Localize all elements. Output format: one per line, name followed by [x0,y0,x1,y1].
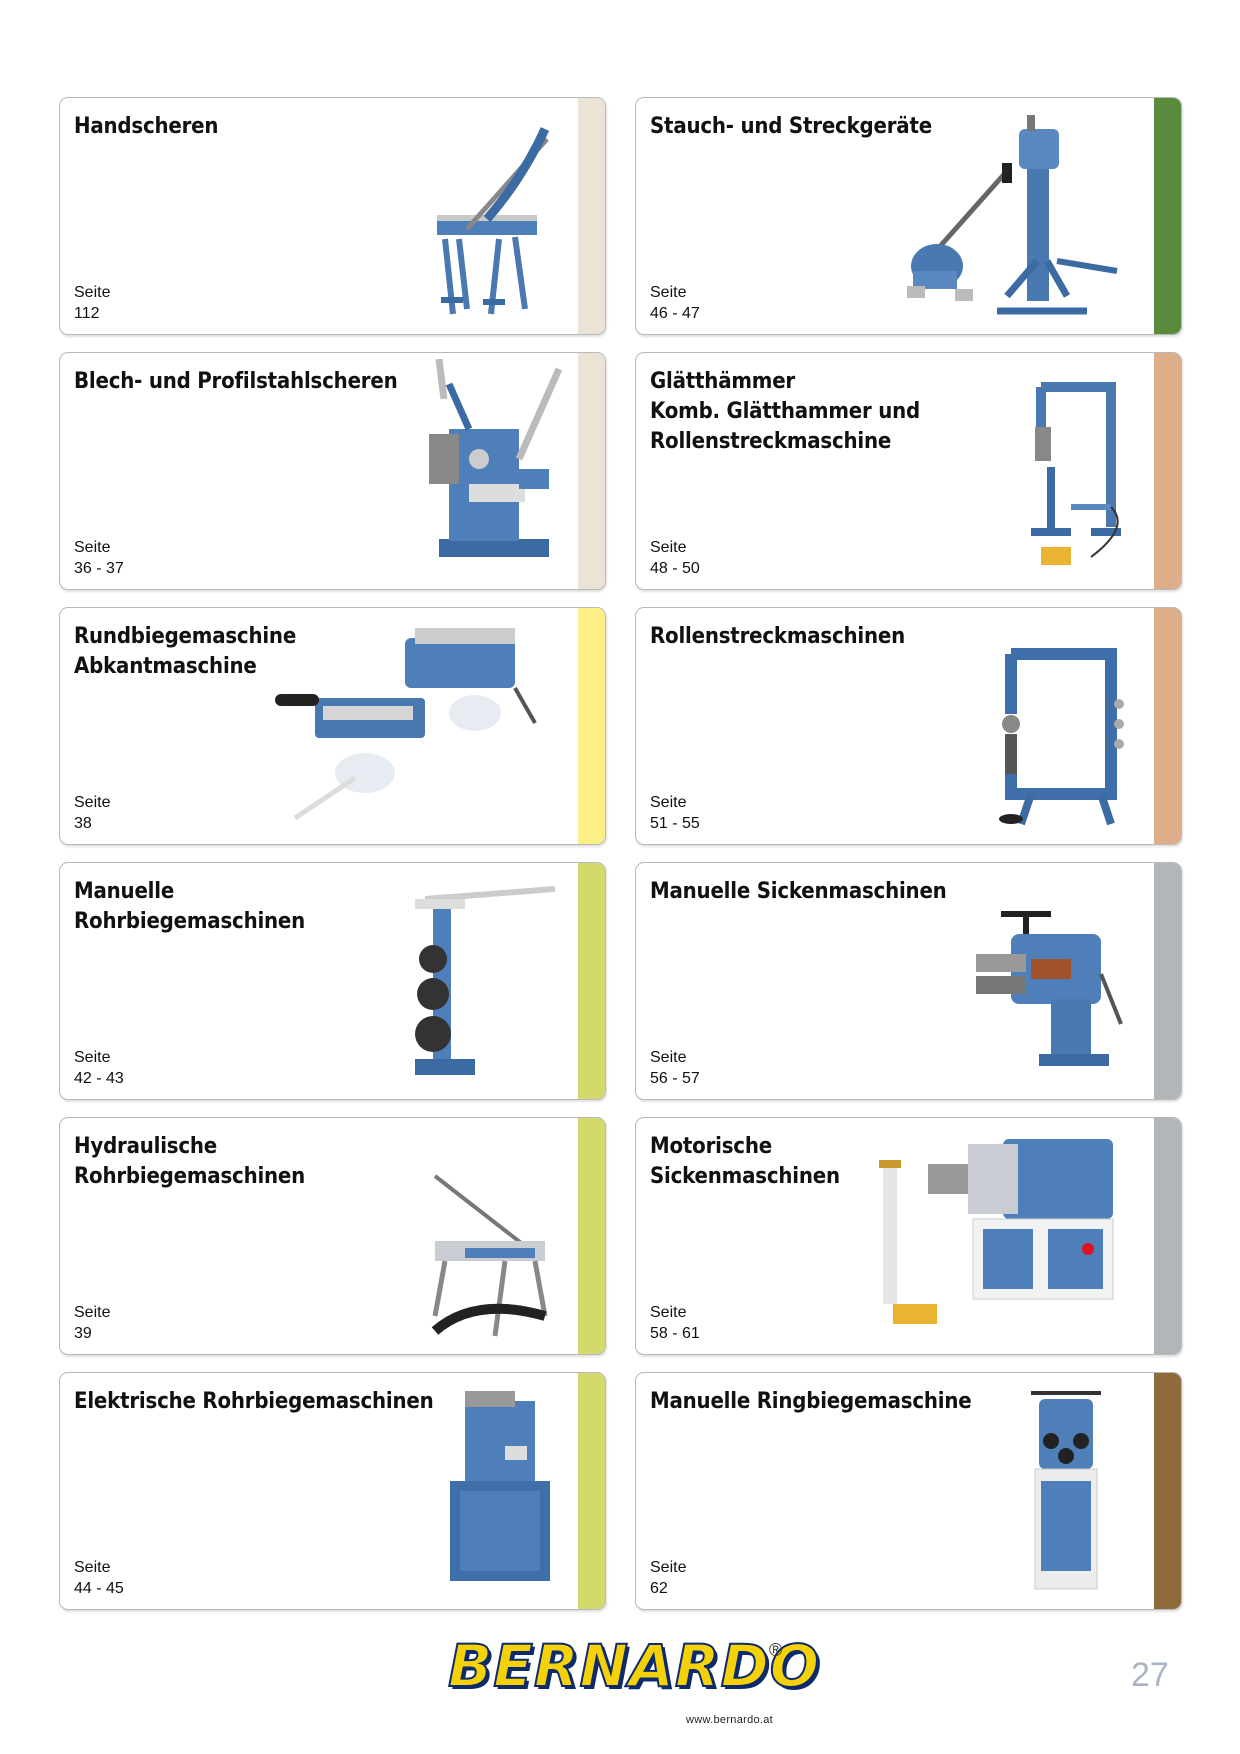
category-title: Blech- und Profilstahlscheren [74,369,398,394]
category-title: Stauch- und Streckgeräte [650,114,932,139]
category-title: Rollenstreckmaschinen [650,624,906,649]
category-title: Hydraulische Rohrbiegemaschinen [74,1134,306,1189]
electric-tube-bender-icon [435,1381,565,1601]
category-title: Elektrische Rohrbiegemaschinen [74,1389,434,1414]
category-color-strip [1154,98,1181,334]
category-title: Handscheren [74,114,219,139]
category-title: Manuelle Rohrbiegemaschinen [74,879,306,934]
shrinker-stretcher-icon [887,111,1147,326]
page-number: 27 [1131,1656,1169,1694]
registered-mark: ® [769,1640,783,1660]
website-url[interactable]: www.bernardo.at [686,1714,774,1726]
category-color-strip [578,1373,605,1609]
category-color-strip [1154,1118,1181,1354]
category-color-strip [1154,353,1181,589]
category-color-strip [578,608,605,844]
hydraulic-tube-bender-icon [425,1166,565,1346]
category-card-glaetthaemmer[interactable]: Glätthämmer Komb. Glätthammer und Rollen… [635,352,1182,590]
category-color-strip [1154,1373,1181,1609]
manual-tube-bender-icon [395,869,565,1089]
category-title: Manuelle Ringbiegemaschine [650,1389,972,1414]
logo-wordmark: BERNARDO [447,1631,821,1701]
category-color-strip [578,1118,605,1354]
category-color-strip [1154,863,1181,1099]
manual-beading-machine-icon [971,904,1141,1079]
roll-bender-icon [265,608,565,838]
category-color-strip [1154,608,1181,844]
motor-beading-machine-icon [873,1124,1143,1344]
bernardo-logo[interactable]: BERNARDO ® www.bernardo.at [447,1631,820,1742]
ring-bender-icon [1021,1381,1111,1601]
planishing-hammer-icon [1011,367,1141,577]
category-color-strip [578,353,605,589]
category-color-strip [578,98,605,334]
category-title: Glätthämmer Komb. Glätthammer und Rollen… [650,369,920,454]
category-title: Manuelle Sickenmaschinen [650,879,947,904]
category-color-strip [578,863,605,1099]
category-title: Rundbiegemaschine Abkantmaschine [74,624,297,679]
profile-shear-icon [409,358,569,579]
english-wheel-icon [991,624,1141,834]
hand-shear-icon [427,119,557,324]
category-title: Motorische Sickenmaschinen [650,1134,840,1189]
